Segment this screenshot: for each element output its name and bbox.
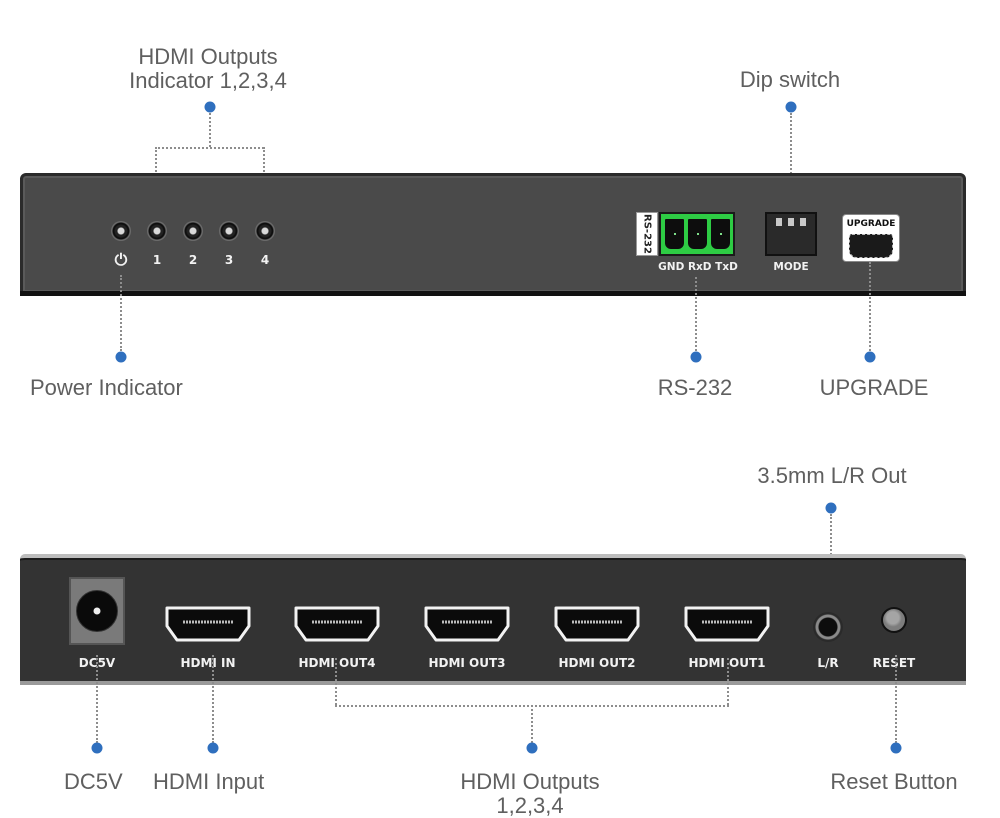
dip-switch[interactable]	[765, 212, 817, 256]
callout-dot	[207, 742, 219, 754]
rs232-terminal-block	[659, 212, 735, 256]
leader-line	[212, 655, 214, 743]
rs232-pins-label: GND RxD TxD	[658, 261, 738, 273]
callout-dot	[825, 502, 837, 514]
leader-line	[695, 277, 697, 351]
hdmi-out1-port-icon	[684, 606, 770, 642]
hdmi-out3-port-icon	[424, 606, 510, 642]
leader-line	[96, 655, 98, 743]
callout-dot	[864, 351, 876, 363]
hdmi-out2-led-icon	[183, 221, 203, 241]
callout-dot	[890, 742, 902, 754]
callout-dc5v: DC5V	[64, 769, 123, 794]
callout-dot	[204, 101, 216, 113]
hdmi-out1-led-icon	[147, 221, 167, 241]
callout-text-line2: Indicator 1,2,3,4	[129, 68, 287, 93]
callout-lr-out: 3.5mm L/R Out	[757, 463, 907, 488]
leader-line	[895, 655, 897, 743]
leader-line	[869, 262, 871, 351]
leader-line	[335, 658, 337, 705]
callout-text-line1: HDMI Outputs	[138, 44, 278, 69]
leader-line	[727, 658, 729, 705]
power-led-icon	[111, 221, 131, 241]
callout-text-line1: HDMI Outputs	[460, 769, 600, 794]
reset-label: RESET	[872, 656, 916, 670]
terminal-slot-gnd	[665, 219, 684, 249]
callout-hdmi-input: HDMI Input	[153, 769, 265, 794]
callout-dot	[526, 742, 538, 754]
dc-jack-hole	[76, 590, 118, 632]
terminal-slot-rxd	[688, 219, 707, 249]
leader-line	[120, 275, 122, 351]
leader-line	[531, 705, 533, 743]
hdmi-out4-led-icon	[255, 221, 275, 241]
leader-line	[790, 113, 792, 213]
hdmi-out4-label: HDMI OUT4	[298, 656, 376, 670]
dc-jack-pin	[93, 607, 101, 615]
rs232-tag: RS-232	[636, 212, 658, 256]
reset-button[interactable]	[881, 607, 907, 633]
dip-key	[788, 218, 794, 226]
hdmi-in-port-icon	[165, 606, 251, 642]
audio-jack-icon	[813, 612, 843, 642]
dip-key	[776, 218, 782, 226]
leader-bracket	[155, 147, 264, 149]
rs232-tag-text: RS-232	[641, 214, 653, 254]
callout-dip-switch: Dip switch	[739, 67, 841, 92]
upgrade-port: UPGRADE	[842, 214, 900, 262]
hdmi-out4-port-icon	[294, 606, 380, 642]
dip-key	[800, 218, 806, 226]
upgrade-port-label: UPGRADE	[846, 219, 896, 229]
callout-upgrade: UPGRADE	[819, 375, 929, 400]
callout-reset-button: Reset Button	[830, 769, 958, 794]
callout-text-line2: 1,2,3,4	[496, 793, 564, 818]
hdmi-in-label: HDMI IN	[180, 656, 236, 670]
indicator-label-3: 3	[224, 253, 234, 267]
indicator-label-4: 4	[260, 253, 270, 267]
indicator-label-2: 2	[188, 253, 198, 267]
leader-line	[209, 113, 211, 147]
indicator-label-1: 1	[152, 253, 162, 267]
hdmi-out2-port-icon	[554, 606, 640, 642]
callout-dot	[115, 351, 127, 363]
callout-power-indicator: Power Indicator	[30, 375, 183, 400]
lr-label: L/R	[817, 656, 839, 670]
power-symbol-icon: ⏻	[114, 250, 128, 269]
hdmi-out2-label: HDMI OUT2	[558, 656, 636, 670]
callout-hdmi-outputs-indicator: HDMI Outputs Indicator 1,2,3,4	[129, 45, 287, 93]
terminal-slot-txd	[711, 219, 730, 249]
callout-rs232: RS-232	[657, 375, 733, 400]
usb-port-icon	[849, 234, 893, 258]
hdmi-out3-led-icon	[219, 221, 239, 241]
callout-dot	[690, 351, 702, 363]
callout-dot	[785, 101, 797, 113]
callout-hdmi-outputs: HDMI Outputs 1,2,3,4	[460, 770, 599, 818]
callout-dot	[91, 742, 103, 754]
dc-power-jack	[69, 577, 125, 645]
dip-switch-label: MODE	[773, 261, 809, 273]
hdmi-out3-label: HDMI OUT3	[428, 656, 506, 670]
